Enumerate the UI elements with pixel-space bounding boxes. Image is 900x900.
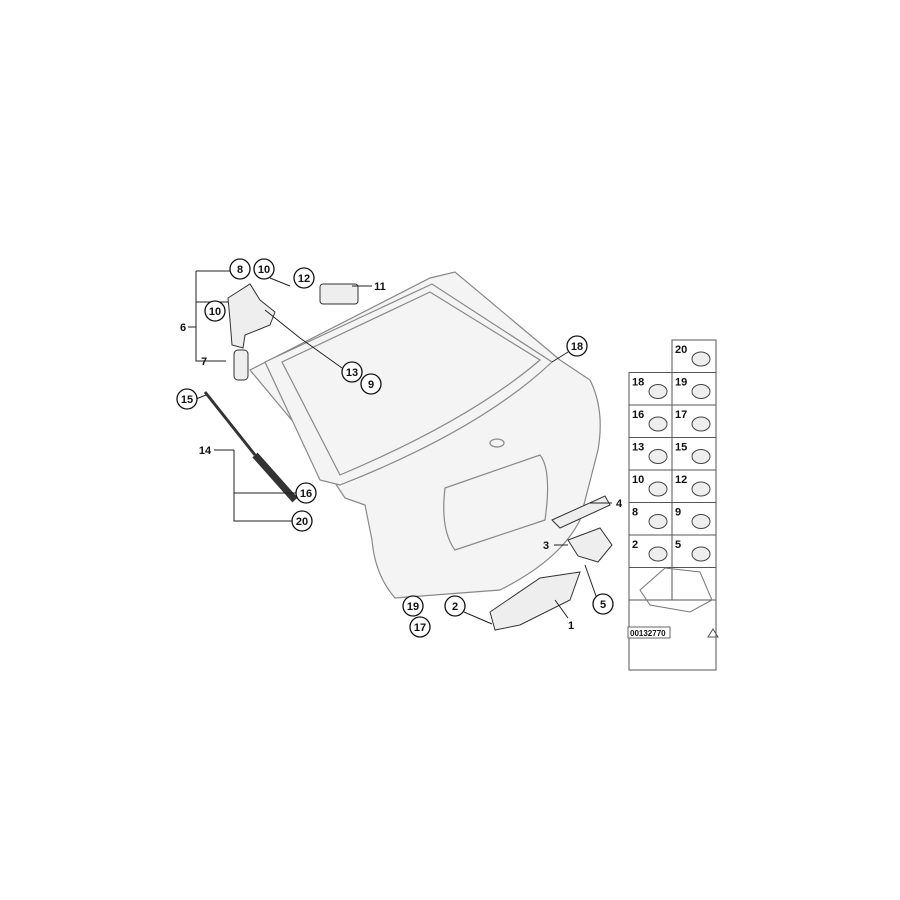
callout-label: 17 (414, 622, 426, 634)
grid-cell-19: 19 (675, 377, 687, 389)
callout-10: 10 (253, 258, 275, 280)
callout-label: 19 (407, 601, 419, 613)
grid-cell-10: 10 (632, 474, 644, 486)
fastener-icon (691, 481, 711, 497)
callout-11: 11 (374, 281, 386, 293)
fastener-icon (691, 514, 711, 529)
fastener-icon (648, 481, 668, 497)
callout-label: 2 (452, 601, 458, 613)
grid-cell-9: 9 (675, 507, 681, 519)
fastener-icon (691, 449, 711, 464)
fastener-icon (691, 416, 711, 432)
callouts: 8 10 10 12 13 9 18 15 16 20 19 17 2 5 11 6 7 14 4 3 1 (176, 258, 623, 638)
callout-12: 12 (293, 267, 315, 289)
callout-17: 17 (409, 616, 431, 638)
latch-part (489, 495, 613, 631)
part-number: 00132770 (630, 629, 666, 638)
callout-15: 15 (176, 388, 198, 410)
hinge-part (227, 283, 276, 381)
callout-4: 4 (616, 498, 623, 510)
badge-part (319, 283, 359, 305)
fastener-icon (648, 449, 668, 464)
callout-13: 13 (341, 361, 363, 383)
legend-grid: 20 18 19 16 17 13 15 10 12 8 9 2 5 00132770 (627, 339, 719, 671)
callout-label: 5 (600, 599, 606, 611)
callout-5: 5 (592, 593, 614, 615)
callout-label: 18 (571, 341, 583, 353)
callout-label: 20 (296, 516, 308, 528)
callout-20: 20 (291, 510, 313, 532)
grid-cell-18: 18 (632, 377, 644, 389)
callout-label: 12 (298, 273, 310, 285)
callout-3: 3 (543, 540, 549, 552)
fastener-icon (648, 514, 668, 529)
triangle-icon (707, 628, 719, 638)
grid-cell-17: 17 (675, 409, 687, 421)
fastener-icon (648, 384, 668, 399)
callout-7: 7 (201, 356, 207, 368)
fastener-icon (648, 416, 668, 432)
grid-cell-12: 12 (675, 474, 687, 486)
callout-label: 13 (346, 367, 358, 379)
grid-cell-15: 15 (675, 442, 687, 454)
callout-1: 1 (568, 620, 574, 632)
callout-19: 19 (402, 595, 424, 617)
callout-label: 10 (258, 264, 270, 276)
callout-14: 14 (199, 445, 212, 457)
leader-lines (188, 270, 612, 625)
grid-cell-20: 20 (675, 344, 687, 356)
callout-2: 2 (444, 595, 466, 617)
fastener-icon (648, 546, 668, 562)
callout-label: 10 (209, 306, 221, 318)
grid-cell-8: 8 (632, 507, 638, 519)
callout-6: 6 (180, 322, 186, 334)
fastener-icon (691, 351, 711, 367)
callout-18: 18 (566, 335, 588, 357)
callout-label: 16 (300, 488, 312, 500)
fastener-icon (691, 384, 711, 399)
callout-16: 16 (295, 482, 317, 504)
callout-10: 10 (204, 300, 226, 322)
callout-label: 8 (237, 264, 243, 276)
grid-cell-16: 16 (632, 409, 644, 421)
callout-label: 9 (368, 379, 374, 391)
callout-label: 15 (181, 394, 193, 406)
fastener-icon (691, 546, 711, 562)
callout-9: 9 (360, 373, 382, 395)
grid-cell-13: 13 (632, 442, 644, 454)
callout-8: 8 (229, 258, 251, 280)
grid-cell-5: 5 (675, 539, 681, 551)
grid-cell-2: 2 (632, 539, 638, 551)
tailgate-panel (249, 271, 601, 599)
